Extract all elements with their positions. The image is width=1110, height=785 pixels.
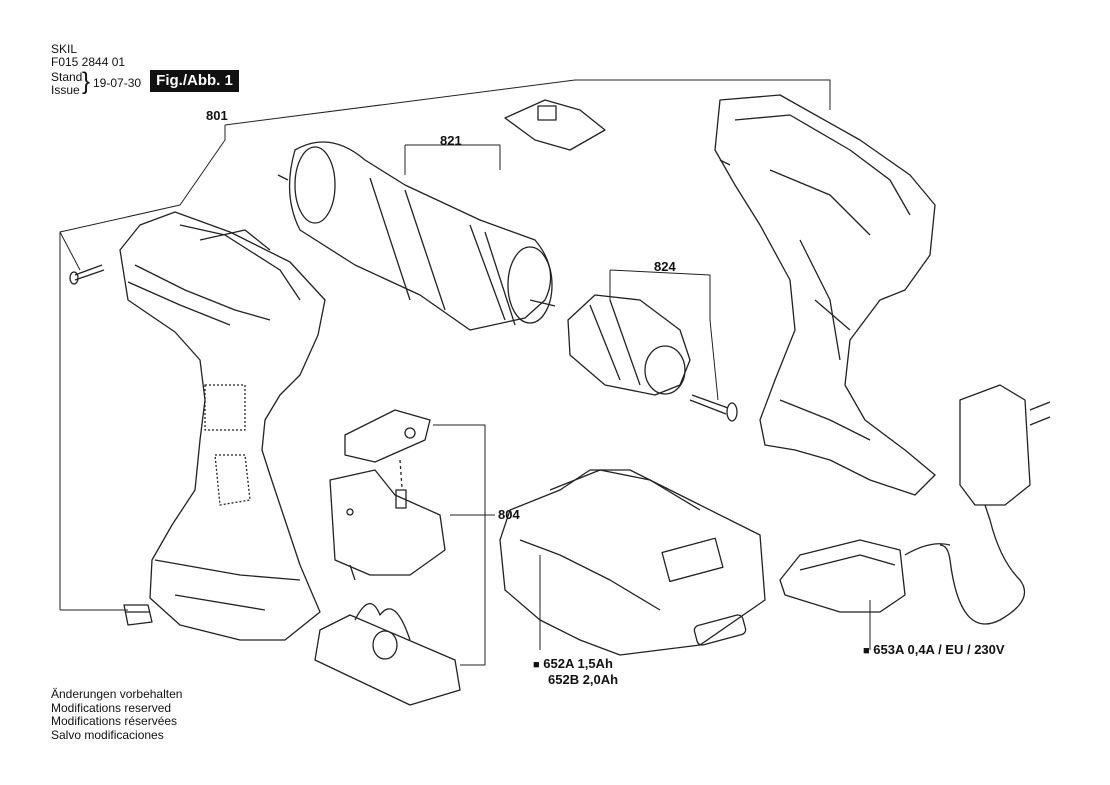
stand-label: Stand (51, 70, 83, 84)
figure-label: Fig./Abb. 1 (150, 70, 239, 92)
issue-label: Issue (51, 83, 80, 97)
switch-module (329, 469, 446, 581)
wall-adapter (939, 384, 1051, 625)
small-clip (123, 604, 153, 626)
callout-652b: 652B 2,0Ah (548, 672, 619, 687)
disclaimer-en: Modifications reserved (51, 700, 172, 715)
callout-652a: ■ 652A 1,5Ah (533, 656, 613, 671)
disclaimer-de: Änderungen vorbehalten (51, 687, 183, 701)
callout-653a: ■ 653A 0,4A / EU / 230V (863, 642, 1005, 657)
drill-housing-left (119, 211, 326, 641)
battery-pack (499, 469, 766, 656)
chuck (567, 294, 691, 396)
bullet-square: ■ (863, 645, 870, 657)
callout-804: 804 (498, 507, 520, 522)
callout-653a-text: 653A 0,4A / EU / 230V (873, 642, 1005, 657)
brand-label: SKIL (51, 42, 78, 56)
charger (779, 539, 951, 613)
housing-screw (69, 264, 105, 285)
disclaimer-fr: Modifications réservées (51, 714, 178, 728)
callout-652a-text: 652A 1,5Ah (543, 656, 613, 671)
switch-plate (344, 409, 431, 489)
callout-824: 824 (654, 259, 676, 274)
motor-gearbox (277, 141, 556, 331)
callout-821: 821 (440, 133, 462, 148)
part-number: F015 2844 01 (51, 55, 126, 69)
issue-date: 19-07-30 (93, 76, 142, 90)
disclaimer-es: Salvo modificaciones (51, 727, 164, 742)
direction-slider (504, 99, 606, 151)
callout-801: 801 (206, 108, 228, 123)
brace-glyph: } (82, 68, 91, 95)
drill-housing-right (714, 94, 936, 496)
switch-base (314, 603, 461, 706)
chuck-screw (689, 394, 738, 422)
disclaimer: Änderungen vorbehalten Modifications res… (51, 687, 183, 742)
bullet-square: ■ (533, 659, 540, 671)
leader-lines (59, 79, 871, 666)
